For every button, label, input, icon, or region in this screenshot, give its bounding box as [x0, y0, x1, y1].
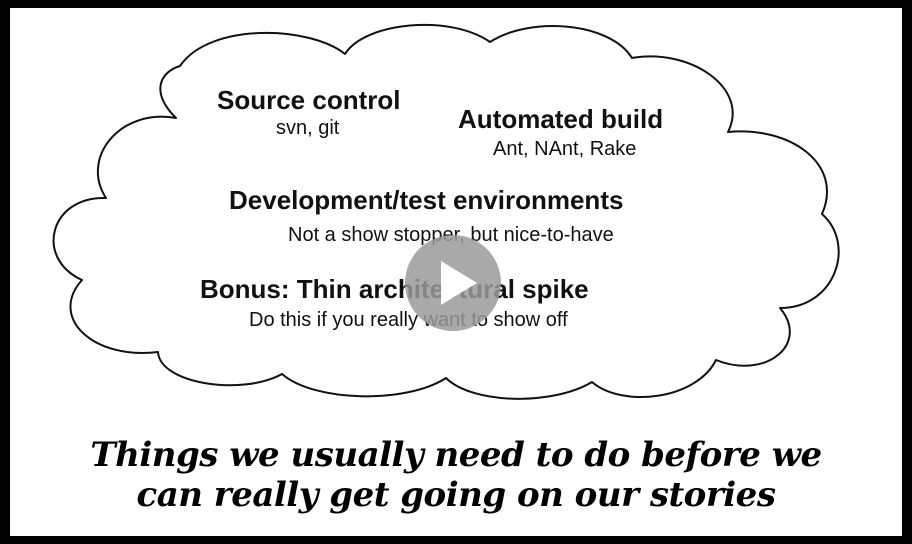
item-heading-automated-build: Automated build [458, 104, 664, 134]
play-button[interactable] [405, 235, 501, 331]
item-heading-source-control: Source control [217, 85, 401, 115]
caption-line-2: can really get going on our stories [136, 475, 776, 515]
item-heading-bonus-spike: Bonus: Thin architectural spike [200, 274, 589, 304]
cloud-shape [52, 23, 840, 400]
item-sub-automated-build: Ant, NAnt, Rake [493, 138, 637, 160]
caption-line-1: Things we usually need to do before we [90, 435, 822, 475]
item-sub-dev-test-env: Not a show stopper, but nice-to-have [288, 224, 614, 246]
play-icon [405, 235, 501, 331]
slide: Source control svn, git Automated build … [10, 8, 902, 536]
item-heading-dev-test-env: Development/test environments [229, 185, 624, 215]
item-sub-source-control: svn, git [276, 117, 340, 139]
